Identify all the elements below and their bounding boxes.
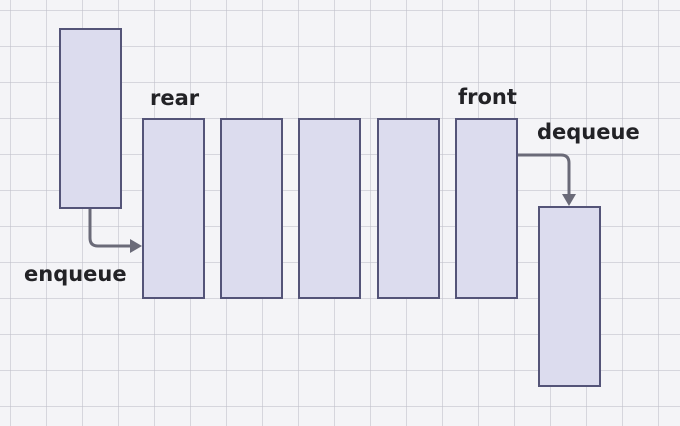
enqueue-label: enqueue: [24, 262, 127, 286]
queue-slot-front: [455, 118, 518, 299]
queue-slot-rear: [142, 118, 205, 299]
enqueue-arrow: [88, 209, 132, 248]
dequeue-arrowhead: [562, 194, 576, 206]
front-label: front: [458, 85, 517, 109]
rear-label: rear: [150, 86, 200, 110]
outgoing-element: [538, 206, 601, 387]
dequeue-label: dequeue: [537, 120, 640, 144]
queue-slot-3: [298, 118, 361, 299]
queue-slot-4: [377, 118, 440, 299]
incoming-element: [59, 28, 122, 209]
dequeue-arrow: [518, 153, 571, 196]
queue-slot-2: [220, 118, 283, 299]
enqueue-arrowhead: [130, 239, 142, 253]
